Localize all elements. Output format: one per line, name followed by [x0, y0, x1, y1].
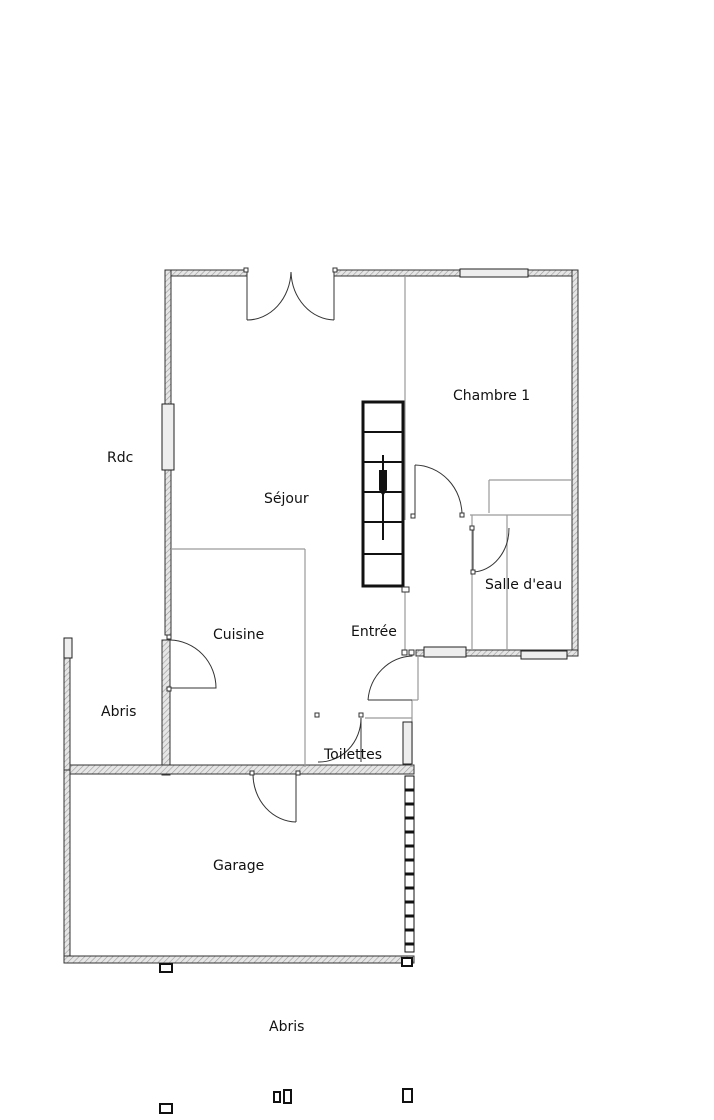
room-label-sejour: Séjour [264, 491, 309, 507]
garage-walls [63, 639, 415, 964]
garage-door [404, 775, 415, 953]
level-label: Rdc [107, 450, 133, 466]
room-label-entree: Entrée [351, 624, 397, 640]
windows [63, 268, 568, 765]
room-labels: Rdc Chambre 1 Séjour Salle d'eau Cuisine… [101, 388, 562, 1035]
wall-garage-left [63, 764, 71, 964]
room-label-abris-bottom: Abris [269, 1019, 304, 1035]
room-label-salle-eau: Salle d'eau [485, 577, 562, 593]
room-label-chambre: Chambre 1 [453, 388, 530, 404]
wall-garage-top [63, 764, 415, 775]
posts [159, 957, 413, 1114]
room-label-garage: Garage [213, 858, 264, 874]
room-label-cuisine: Cuisine [213, 627, 264, 643]
wall-right [571, 269, 579, 657]
wall-bottom-right [415, 649, 579, 657]
wall-kitchen-left [161, 639, 171, 776]
room-label-abris-left: Abris [101, 704, 136, 720]
partitions [171, 276, 572, 767]
wall-abris-left [63, 639, 71, 771]
wall-top-left [164, 269, 248, 277]
doors [166, 267, 510, 823]
wall-top-right [333, 269, 579, 277]
wall-garage-bottom [63, 955, 415, 964]
staircase [361, 400, 405, 588]
room-label-toilettes: Toilettes [323, 747, 382, 763]
